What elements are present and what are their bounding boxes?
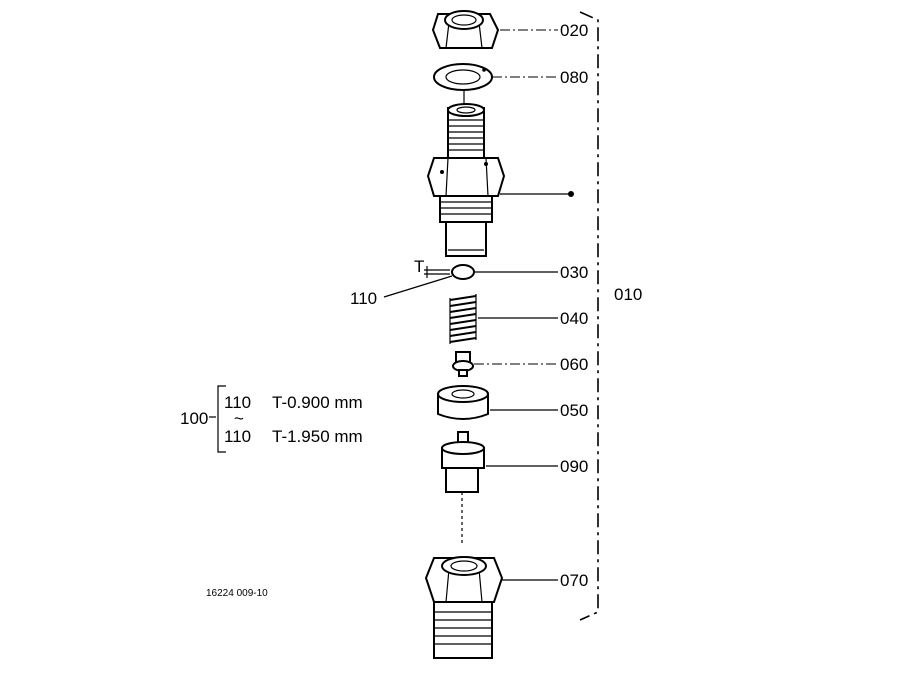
part-050-distance-piece (437, 385, 489, 420)
part-080-washer (433, 63, 493, 91)
callout-010: 010 (614, 285, 642, 304)
part-030-shim (451, 264, 475, 280)
callout-040: 040 (560, 309, 588, 328)
part-020-nut (431, 10, 500, 49)
shim-table: 100 110 T-0.900 mm ~ 110 T-1.950 mm (180, 385, 363, 453)
callout-leaders (383, 29, 558, 581)
callout-060: 060 (560, 355, 588, 374)
part-070-retaining-nut (424, 556, 504, 659)
callout-090: 090 (560, 457, 588, 476)
shim-row1-spec: T-0.900 mm (272, 393, 363, 412)
part-090-nozzle (441, 431, 485, 493)
assembly-bracket-010 (579, 11, 599, 621)
callout-070: 070 (560, 571, 588, 590)
callout-020: 020 (560, 21, 588, 40)
thickness-mark-label: T (414, 257, 424, 276)
shim-row2-spec: T-1.950 mm (272, 427, 363, 446)
shim-row1-part: 110 (224, 393, 251, 412)
drawing-number: 16224 009-10 (206, 588, 268, 599)
shim-group-number: 100 (180, 409, 208, 428)
part-040-spring (449, 294, 477, 344)
callout-050: 050 (560, 401, 588, 420)
callout-110: 110 (350, 289, 377, 308)
part-nozzle-holder-body (426, 103, 506, 257)
callout-030: 030 (560, 263, 588, 282)
part-060-push-rod (452, 351, 474, 377)
callout-080: 080 (560, 68, 588, 87)
shim-row2-part: 110 (224, 427, 251, 446)
thickness-indicator: T (414, 257, 450, 278)
body-leader (500, 191, 574, 197)
callout-labels: 020 080 030 040 060 050 090 070 110 010 (350, 21, 642, 590)
shim-tilde: ~ (234, 409, 244, 428)
center-axis (461, 90, 465, 545)
